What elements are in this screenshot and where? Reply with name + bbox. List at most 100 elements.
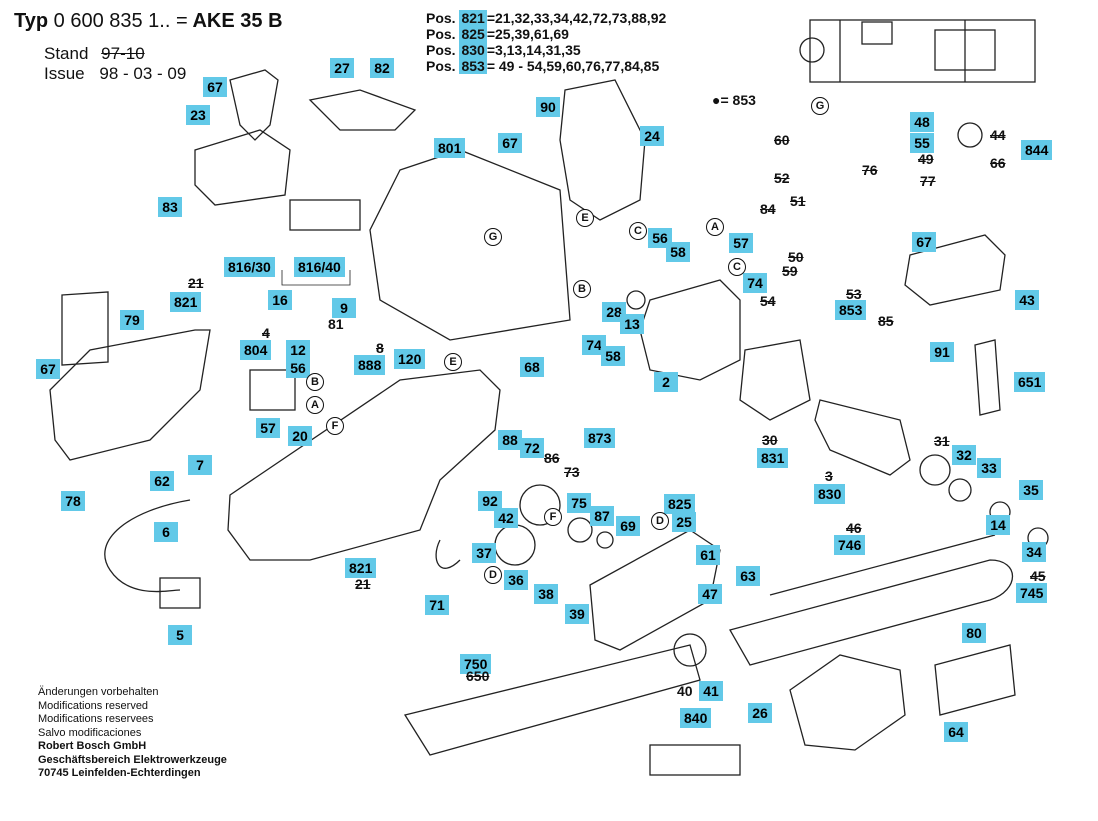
part-label: 32 bbox=[952, 445, 976, 465]
brush-816 bbox=[289, 199, 361, 231]
pos-row: Pos. 853= 49 - 54,59,60,76,77,84,85 bbox=[426, 58, 660, 74]
part-label: 821 bbox=[170, 292, 202, 312]
sticker-80 bbox=[934, 644, 1016, 716]
part-label: 72 bbox=[520, 438, 544, 458]
part-label: 746 bbox=[834, 535, 866, 555]
part-label: 47 bbox=[698, 584, 722, 604]
plain-label: 85 bbox=[878, 313, 894, 329]
guide-bar bbox=[729, 559, 1014, 666]
housing-part-24 bbox=[559, 79, 646, 221]
part-label: 64 bbox=[944, 722, 968, 742]
chain-guard-26 bbox=[789, 654, 906, 751]
part-label: 14 bbox=[986, 515, 1010, 535]
callout-letter: F bbox=[326, 417, 344, 435]
footer-line: Modifications reserved bbox=[38, 699, 149, 712]
page-title: Typ 0 600 835 1.. = AKE 35 B bbox=[14, 10, 283, 32]
part-label: 75 bbox=[567, 493, 591, 513]
plain-label: 60 bbox=[774, 132, 790, 148]
part-label: 37 bbox=[472, 543, 496, 563]
gear-36 bbox=[494, 524, 536, 566]
part-label: 74 bbox=[582, 335, 606, 355]
plain-label: 650 bbox=[466, 668, 490, 684]
callout-letter: B bbox=[573, 280, 591, 298]
footer-line: Modifications reservees bbox=[38, 713, 154, 725]
part-label: 23 bbox=[186, 105, 210, 125]
part-label: 745 bbox=[1016, 583, 1048, 603]
part-label: 69 bbox=[616, 516, 640, 536]
part-label: 55 bbox=[910, 133, 934, 153]
plain-label: 73 bbox=[564, 464, 580, 480]
plain-label: 86 bbox=[544, 450, 560, 466]
plain-label: 31 bbox=[934, 433, 950, 449]
cover-part-27 bbox=[308, 89, 417, 131]
part-label: 7 bbox=[188, 455, 212, 475]
part-label: 26 bbox=[748, 703, 772, 723]
part-label: 41 bbox=[699, 681, 723, 701]
oil-tank-43 bbox=[904, 234, 1006, 306]
cable-71 bbox=[435, 539, 461, 569]
part-label: 79 bbox=[120, 310, 144, 330]
plate-30 bbox=[739, 339, 811, 421]
plain-label: 81 bbox=[328, 316, 344, 332]
callout-letter: D bbox=[484, 566, 502, 584]
bearing-33 bbox=[948, 478, 972, 502]
part-label: 5 bbox=[168, 625, 192, 645]
sprocket-40 bbox=[673, 633, 707, 667]
callout-letter: E bbox=[576, 209, 594, 227]
part-label: 120 bbox=[394, 349, 426, 369]
plain-label: 21 bbox=[355, 576, 371, 592]
footer-company: Robert Bosch GmbH bbox=[38, 740, 147, 752]
part-label: 9 bbox=[332, 298, 356, 318]
part-label: 87 bbox=[590, 506, 614, 526]
plain-label: 77 bbox=[920, 173, 936, 189]
part-label: 888 bbox=[354, 355, 386, 375]
part-label: 750 bbox=[460, 654, 492, 674]
plain-label: 53 bbox=[846, 286, 862, 302]
plain-label: 46 bbox=[846, 520, 862, 536]
part-label: 825 bbox=[664, 494, 696, 514]
pos-row: Pos. 830=3,13,14,31,35 bbox=[426, 42, 581, 58]
plain-label: 54 bbox=[760, 293, 776, 309]
callout-letter: G bbox=[811, 97, 829, 115]
part-label: 36 bbox=[504, 570, 528, 590]
part-label: 48 bbox=[910, 112, 934, 132]
part-label: 821 bbox=[345, 558, 377, 578]
plain-label: 3 bbox=[825, 468, 833, 484]
part-label: 34 bbox=[1022, 542, 1046, 562]
part-label: 2 bbox=[654, 372, 678, 392]
part-label: 840 bbox=[680, 708, 712, 728]
issue-line: Issue 98 - 03 - 09 bbox=[44, 64, 187, 83]
plug-5 bbox=[159, 577, 201, 609]
callout-letter: C bbox=[728, 258, 746, 276]
callout-letter: A bbox=[706, 218, 724, 236]
plain-label: 45 bbox=[1030, 568, 1046, 584]
part-label: 91 bbox=[930, 342, 954, 362]
footer-line: Änderungen vorbehalten bbox=[38, 686, 159, 698]
part-label: 651 bbox=[1014, 372, 1046, 392]
part-label: 57 bbox=[729, 233, 753, 253]
bar-cover-750 bbox=[403, 644, 701, 756]
pos-table: Pos. 821=21,32,33,34,42,72,73,88,92 Pos.… bbox=[426, 10, 666, 74]
part-label: 67 bbox=[36, 359, 60, 379]
part-label: 67 bbox=[203, 77, 227, 97]
plain-label: 49 bbox=[918, 151, 934, 167]
callout-letter: A bbox=[306, 396, 324, 414]
handle-part-23 bbox=[194, 69, 291, 206]
footer-company: Geschäftsbereich Elektrowerkzeuge bbox=[38, 753, 227, 766]
part-label: 78 bbox=[61, 491, 85, 511]
plain-label: 44 bbox=[990, 127, 1006, 143]
part-label: 804 bbox=[240, 340, 272, 360]
plain-label: 40 bbox=[677, 683, 693, 699]
part-label: 74 bbox=[743, 273, 767, 293]
part-label: 853 bbox=[835, 300, 867, 320]
callout-letter: C bbox=[629, 222, 647, 240]
plain-label: 30 bbox=[762, 432, 778, 448]
part-label: 68 bbox=[520, 357, 544, 377]
motor-housing bbox=[369, 149, 571, 341]
plain-label: 8 bbox=[376, 340, 384, 356]
part-label: 801 bbox=[434, 138, 466, 158]
plain-label: 84 bbox=[760, 201, 776, 217]
part-label: 82 bbox=[370, 58, 394, 78]
oil-cap-844 bbox=[957, 122, 983, 148]
section-detail bbox=[649, 744, 741, 776]
